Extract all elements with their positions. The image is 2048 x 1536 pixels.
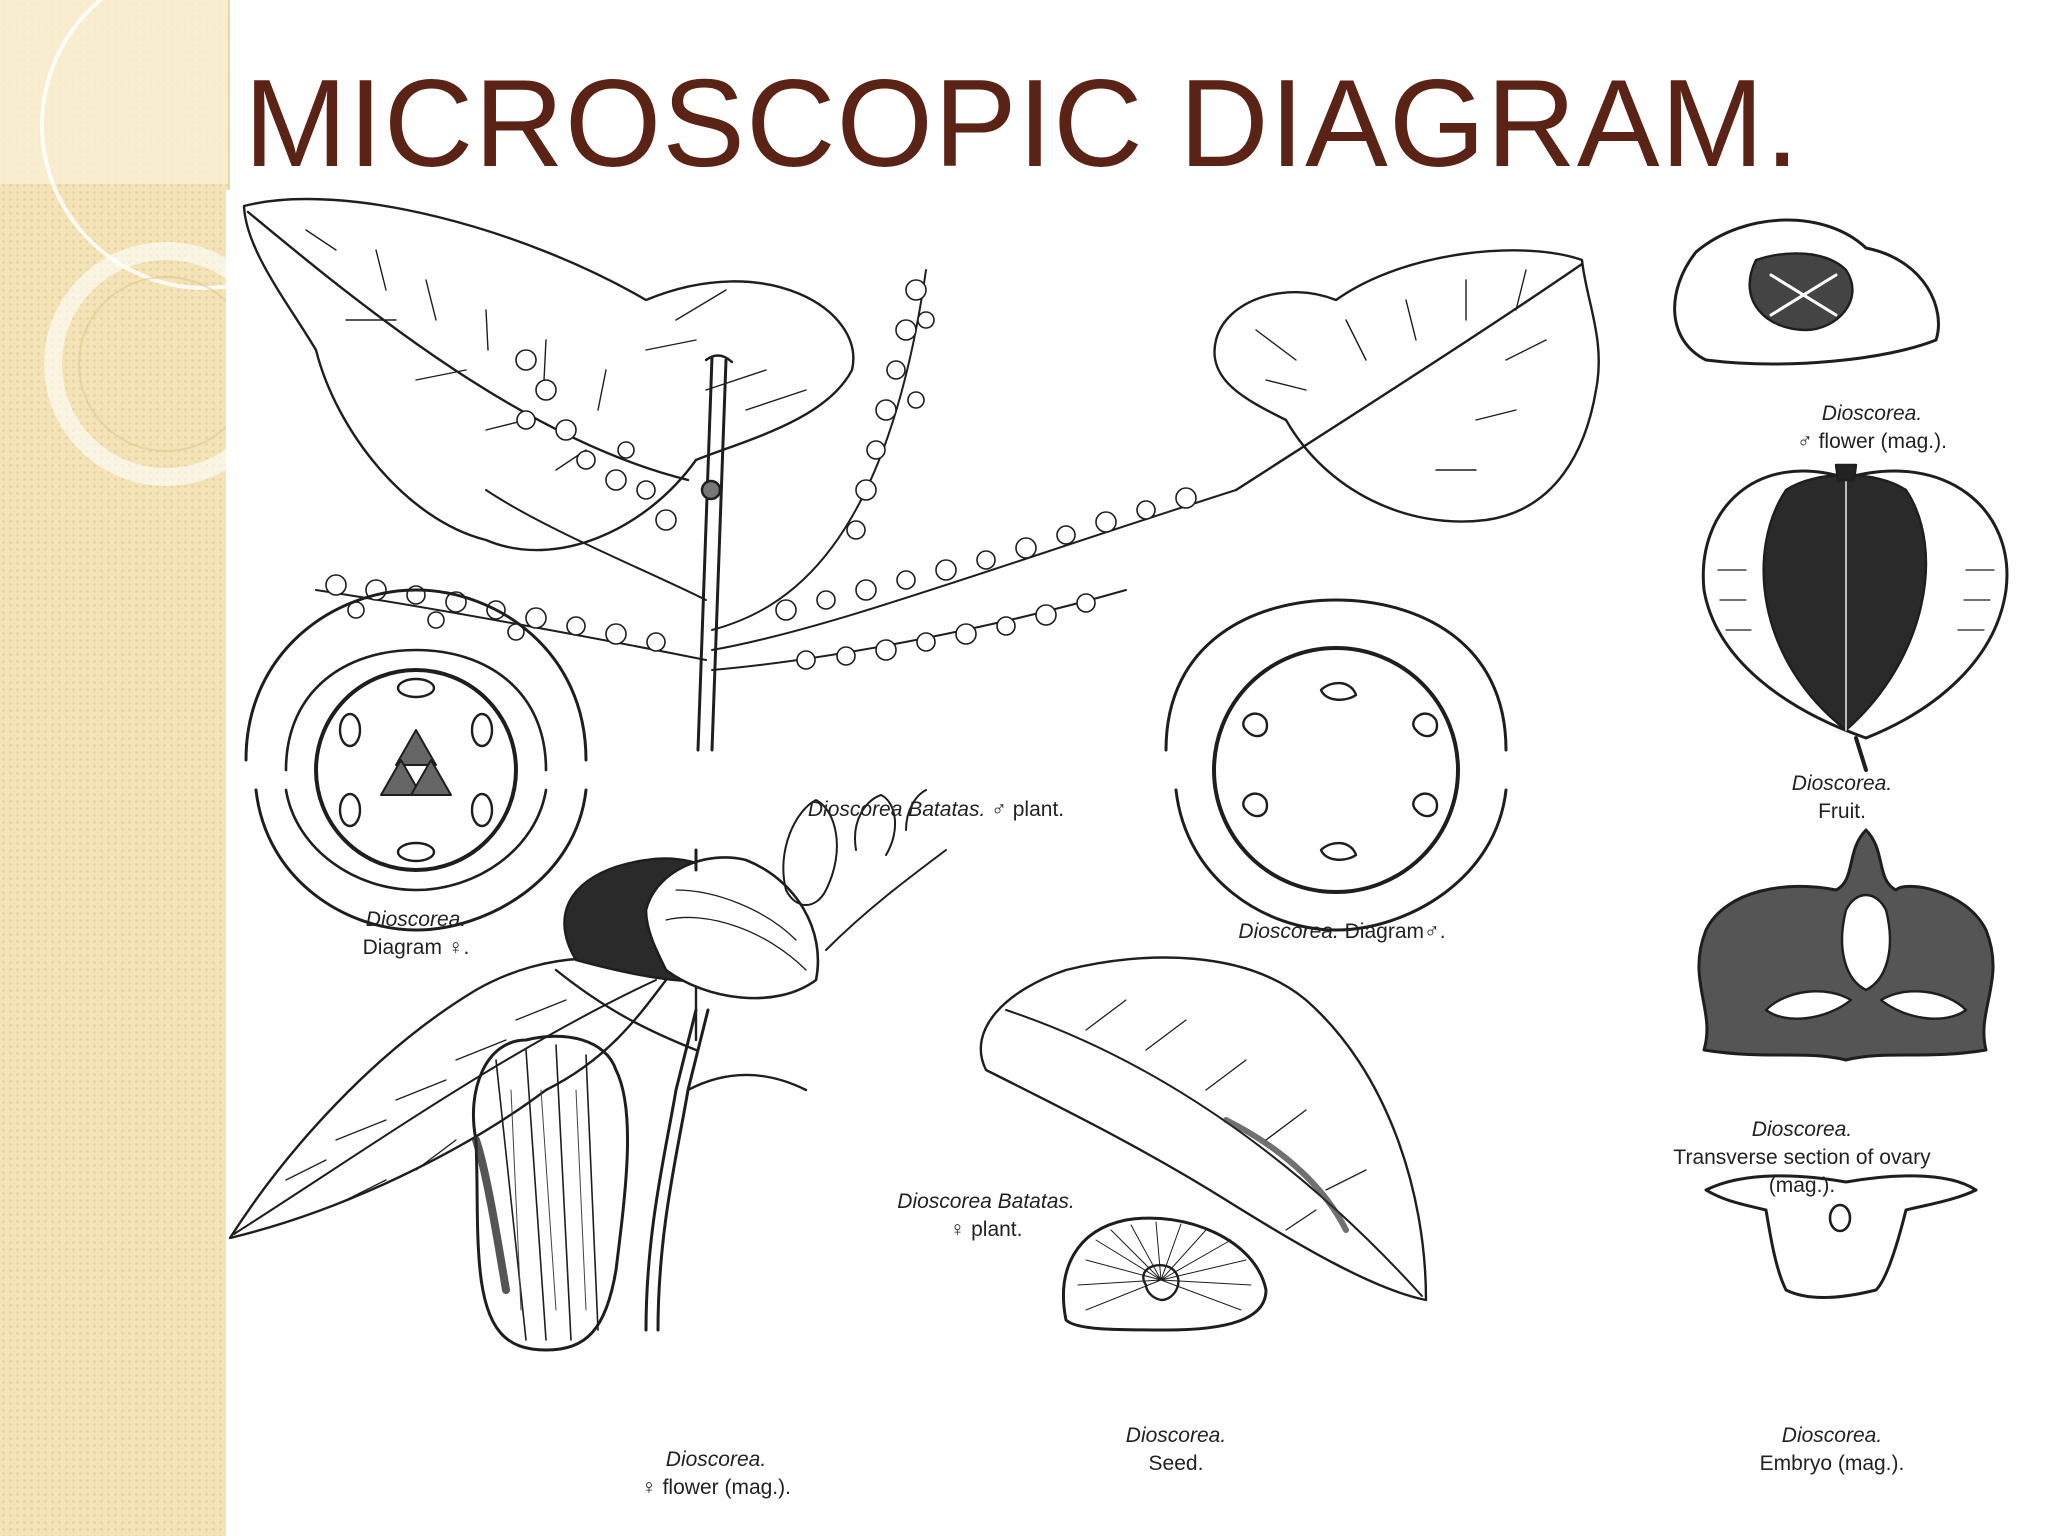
male-diagram-drawing xyxy=(1164,598,1508,932)
slide-title: MICROSCOPIC DIAGRAM. xyxy=(244,55,1801,193)
fruit-drawing xyxy=(1701,463,2009,772)
caption-line: Dioscorea. xyxy=(1781,1424,1883,1447)
plate-illustration xyxy=(228,197,2009,1352)
caption-line: Dioscorea. xyxy=(1125,1424,1227,1447)
male-plant-drawing xyxy=(242,197,1600,752)
caption-ovary-section: Dioscorea. Transverse section of ovary (… xyxy=(1582,1116,2022,1200)
caption-female-flower: Dioscorea. ♀ flower (mag.). xyxy=(566,1446,866,1502)
caption-line: ♂ plant. xyxy=(991,798,1065,821)
caption-line: ♂ flower (mag.). xyxy=(1797,430,1947,453)
caption-line: Diagram♂. xyxy=(1344,920,1446,943)
caption-female-plant: Dioscorea Batatas. ♀ plant. xyxy=(786,1188,1186,1244)
caption-line: Embryo (mag.). xyxy=(1759,1452,1905,1475)
caption-male-diagram: Dioscorea. Diagram♂. xyxy=(1172,918,1512,946)
caption-line: Dioscorea Batatas. xyxy=(807,798,986,821)
caption-fruit: Dioscorea. Fruit. xyxy=(1692,770,1992,826)
caption-line: ♀ plant. xyxy=(949,1218,1023,1241)
seed-drawing xyxy=(1062,1216,1268,1332)
caption-line: ♀ flower (mag.). xyxy=(641,1476,791,1499)
caption-line: Seed. xyxy=(1148,1452,1204,1475)
caption-line: (mag.). xyxy=(1768,1174,1836,1197)
caption-line: Dioscorea Batatas. xyxy=(897,1190,1075,1213)
caption-line: Transverse section of ovary xyxy=(1673,1146,1931,1169)
caption-line: Dioscorea. xyxy=(1238,920,1339,943)
caption-seed: Dioscorea. Seed. xyxy=(1056,1422,1296,1478)
caption-line: Dioscorea. xyxy=(1791,772,1893,795)
decorative-sidebar xyxy=(0,0,370,1536)
caption-line: Diagram ♀. xyxy=(362,936,470,959)
caption-male-plant: Dioscorea Batatas. ♂ plant. xyxy=(686,796,1186,824)
caption-embryo: Dioscorea. Embryo (mag.). xyxy=(1682,1422,1982,1478)
caption-line: Dioscorea. xyxy=(1821,402,1923,425)
caption-line: Dioscorea. xyxy=(1751,1118,1853,1141)
caption-male-flower: Dioscorea. ♂ flower (mag.). xyxy=(1722,400,2022,456)
female-plant-drawing xyxy=(228,789,1428,1332)
caption-female-diagram: Dioscorea. Diagram ♀. xyxy=(286,906,546,962)
male-flower-drawing xyxy=(1673,218,1940,366)
female-flower-drawing xyxy=(471,1034,630,1352)
caption-line: Dioscorea. xyxy=(665,1448,767,1471)
botanical-plate: Dioscorea. ♂ flower (mag.). Dioscorea. F… xyxy=(226,190,2048,1536)
caption-line: Fruit. xyxy=(1818,800,1866,823)
ovary-section-drawing xyxy=(1697,828,1995,1062)
caption-line: Dioscorea. xyxy=(365,908,467,931)
female-diagram-drawing xyxy=(244,588,588,932)
embryo-drawing xyxy=(1704,1174,1978,1299)
